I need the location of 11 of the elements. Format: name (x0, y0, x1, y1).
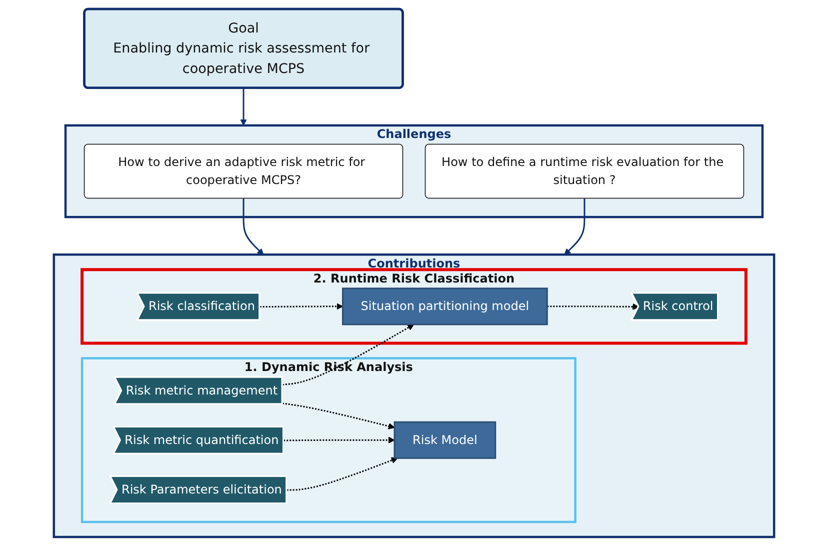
arrow (282, 402, 395, 429)
arrow (564, 198, 586, 254)
node-box: Risk Model (394, 420, 496, 458)
arrow (242, 198, 264, 254)
node-box: Situation partitioning model (342, 287, 548, 325)
arrow (282, 324, 414, 385)
arrow (547, 302, 640, 310)
arrow (284, 436, 395, 443)
arrow (260, 302, 344, 310)
arrow (240, 87, 247, 126)
arrow (286, 456, 398, 490)
